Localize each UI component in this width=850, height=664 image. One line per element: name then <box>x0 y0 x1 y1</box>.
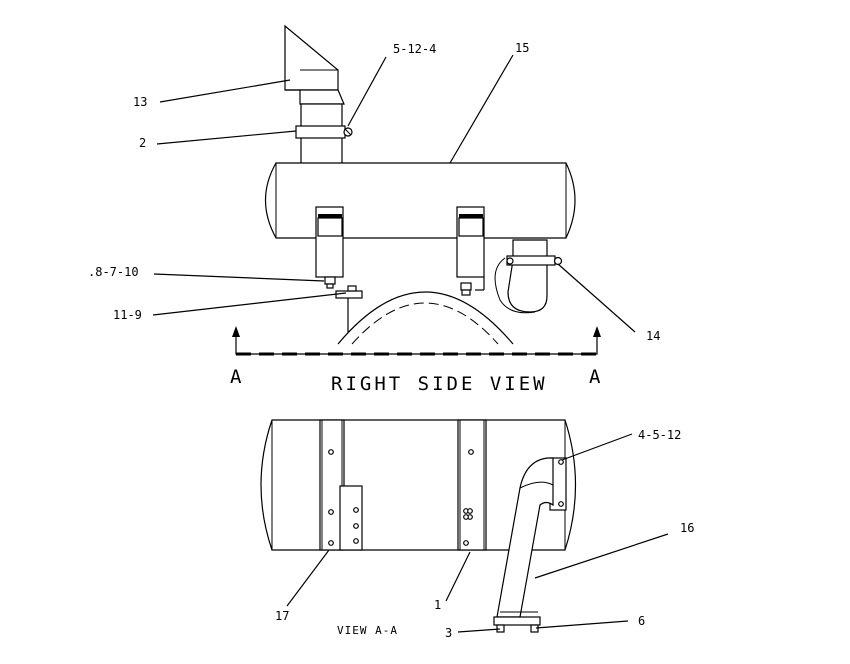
callout-14: 14 <box>646 329 660 343</box>
callout-5-12-4: 5-12-4 <box>393 42 436 56</box>
callout-4-5-12: 4-5-12 <box>638 428 681 442</box>
section-mark-left: A <box>230 366 244 388</box>
callout-labels: 13 5-12-4 15 2 .8-7-10 11-9 14 4-5-12 16… <box>88 41 694 640</box>
callout-8-7-10: .8-7-10 <box>88 265 139 279</box>
callout-16: 16 <box>680 521 694 535</box>
stack-clamp <box>295 125 353 139</box>
support-band <box>337 291 514 345</box>
mount-bracket-right <box>456 206 485 296</box>
callout-6: 6 <box>638 614 645 628</box>
view-a-a-title: VIEW A-A <box>337 624 398 637</box>
rain-cap <box>284 24 345 105</box>
callout-15: 15 <box>515 41 529 55</box>
callout-11-9: 11-9 <box>113 308 142 322</box>
outlet-pipe <box>496 457 567 618</box>
callout-2: 2 <box>139 136 146 150</box>
right-side-view <box>232 24 601 356</box>
elbow-outlet <box>494 239 563 314</box>
outlet-flange <box>493 611 541 633</box>
strap-left <box>319 419 363 551</box>
callout-3: 3 <box>445 626 452 640</box>
view-a-a <box>260 419 577 633</box>
callout-1: 1 <box>434 598 441 612</box>
right-side-view-title: RIGHT SIDE VIEW <box>331 373 548 395</box>
leader-lines <box>152 54 669 633</box>
muffler-body-side <box>264 162 576 239</box>
section-line-a-a <box>232 326 601 356</box>
strap-right <box>457 419 487 551</box>
callout-13: 13 <box>133 95 147 109</box>
section-mark-right: A <box>589 366 603 388</box>
mount-bracket-left <box>315 206 363 299</box>
callout-17: 17 <box>275 609 289 623</box>
